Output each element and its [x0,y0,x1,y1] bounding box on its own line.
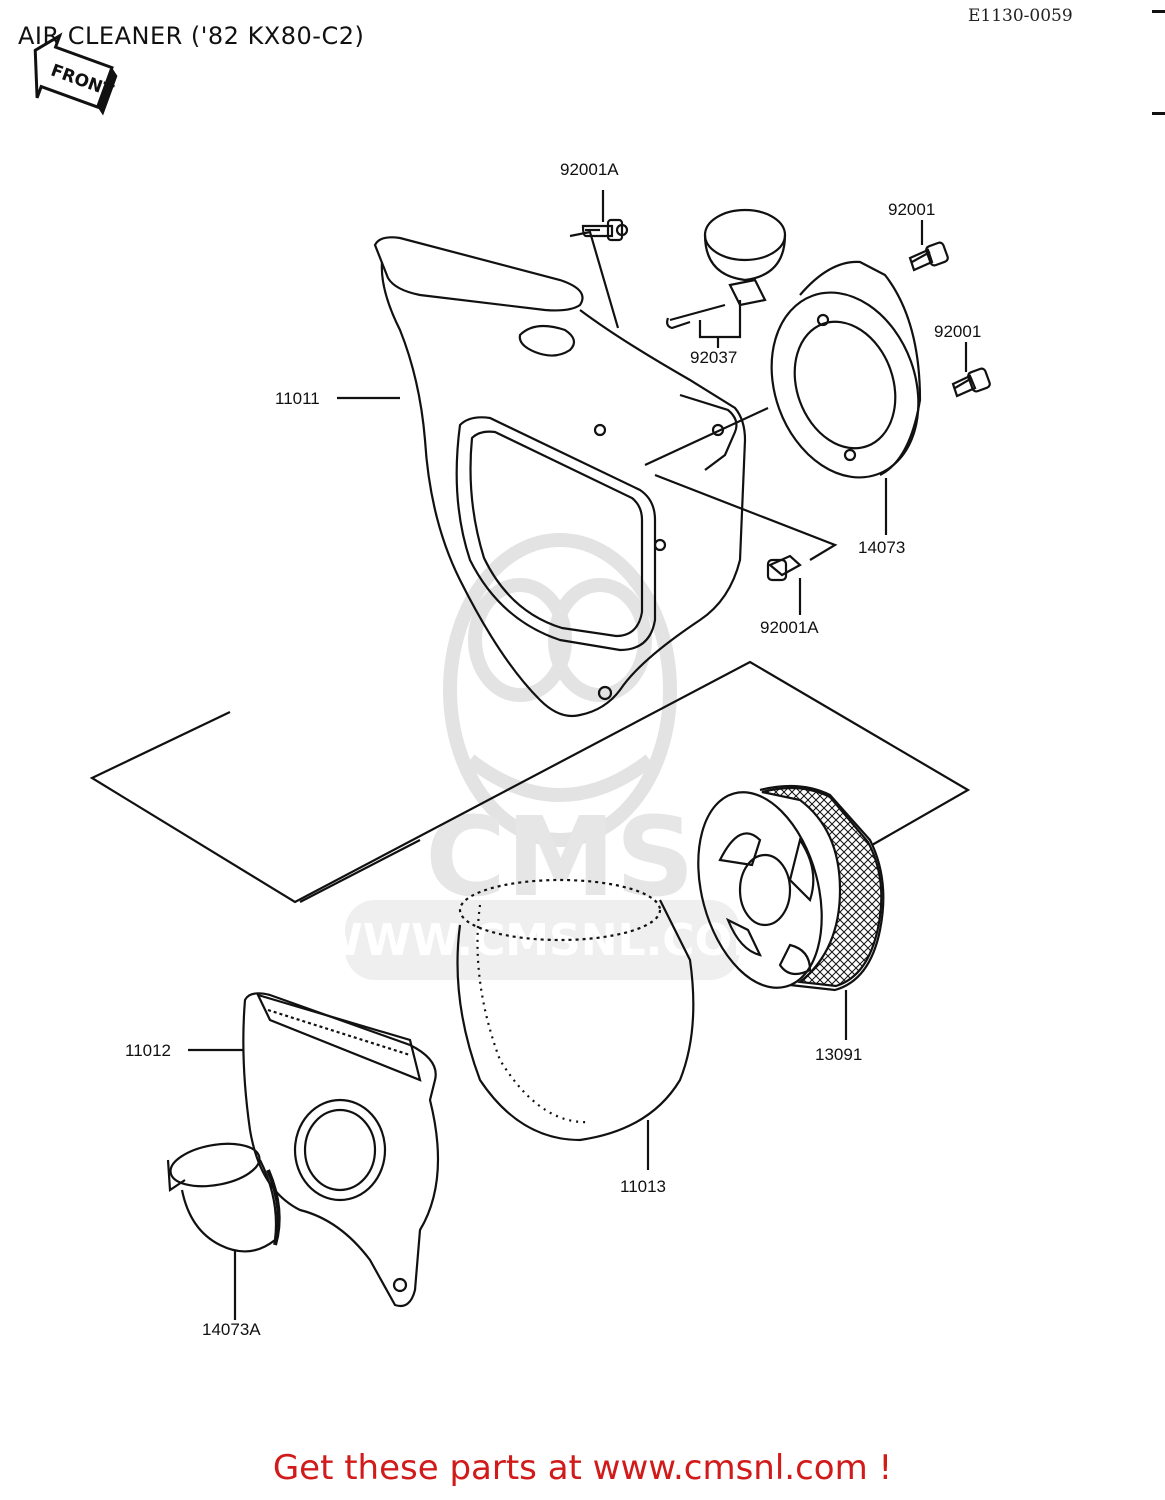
hose-clamp-92037 [666,208,787,348]
air-cleaner-case-11011 [373,236,747,718]
edge-mark-bottom [1152,112,1165,115]
part-label-14073A: 14073A [202,1320,261,1339]
part-label-92001-lower: 92001 [934,322,982,341]
screw-92001A-bottom [654,473,838,615]
screw-92001-upper [908,220,949,272]
part-label-11011: 11011 [275,389,320,408]
part-label-11013: 11013 [620,1177,667,1196]
edge-mark-top [1152,10,1165,13]
footer-cta-link[interactable]: Get these parts at www.cmsnl.com ! [272,1448,893,1488]
part-label-11012: 11012 [125,1041,172,1060]
screw-92001A-top [581,190,629,242]
part-label-92001A-top: 92001A [560,160,619,179]
watermark-brand: CMS [425,793,694,921]
part-label-14073: 14073 [858,538,906,557]
part-label-92037: 92037 [690,348,738,367]
page-title: AIR CLEANER ('82 KX80-C2) [18,22,365,50]
part-label-92001-upper: 92001 [888,200,936,219]
air-filter-element-13091 [697,784,885,1040]
document-code: E1130-0059 [968,6,1073,26]
watermark-url: WWW.CMSNL.COM [314,915,776,966]
air-boot-14073 [770,260,922,535]
mounting-plane-outline [89,660,971,904]
part-label-13091: 13091 [815,1045,863,1064]
air-cleaner-cover-11012 [188,992,440,1308]
front-arrow-icon: FRONT [33,32,118,116]
intake-boot-14073A [166,1142,281,1320]
part-label-92001A-bottom: 92001A [760,618,819,637]
screw-92001-lower [951,342,991,398]
foam-filter-11013 [456,878,695,1170]
